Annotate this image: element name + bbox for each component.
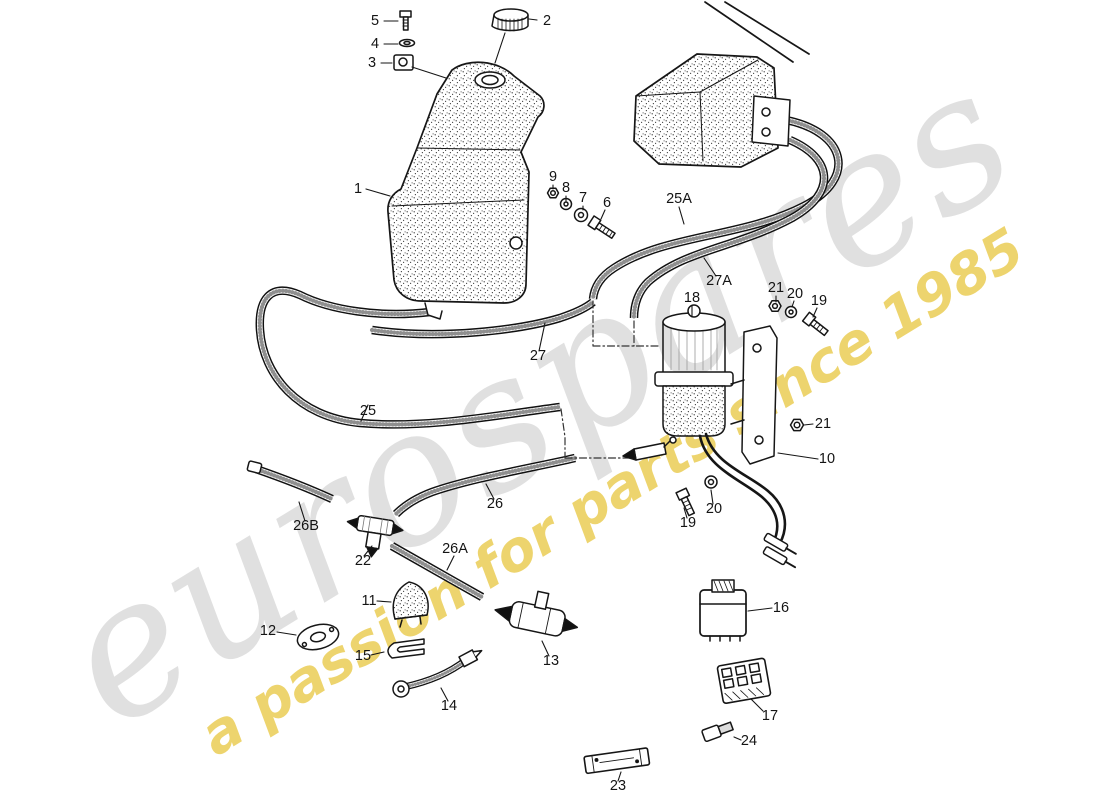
part-label-17: 17 [762, 708, 778, 724]
gasket-12 [296, 623, 340, 651]
part-label-8: 8 [562, 180, 570, 196]
washer-4 [398, 38, 416, 48]
connector-17 [716, 657, 772, 705]
clamp-15 [387, 638, 425, 659]
connector-24 [701, 721, 734, 743]
nut-21 [768, 300, 782, 312]
bracket-10 [730, 325, 778, 465]
alignment-dashes [560, 300, 660, 459]
part-label-24: 24 [741, 733, 757, 749]
part-label-19: 19 [811, 293, 827, 309]
hose-14 [404, 660, 466, 687]
relay-16 [699, 579, 747, 642]
part-label-19-b: 19 [680, 515, 696, 531]
reservoir-alt [633, 53, 791, 168]
washer-20-b [704, 475, 718, 489]
part-labels: 5 4 3 2 1 9 8 7 6 25A 27A 18 21 20 19 27… [260, 13, 835, 794]
part-label-21-b: 21 [815, 416, 831, 432]
washer-7 [573, 207, 589, 223]
part-label-26A: 26A [442, 541, 468, 557]
screw-5 [399, 10, 412, 31]
part-label-14: 14 [441, 698, 457, 714]
leader-lines [276, 18, 819, 782]
clip-nut-3 [393, 54, 414, 71]
part-label-27A: 27A [706, 273, 732, 289]
body-panel-lines [704, 1, 810, 63]
part-label-6: 6 [603, 195, 611, 211]
connector-23 [583, 747, 651, 775]
part-label-2: 2 [543, 13, 551, 29]
screw-6 [587, 215, 616, 239]
part-label-3: 3 [368, 55, 376, 71]
washer-pump-18 [622, 304, 734, 461]
part-label-4: 4 [371, 36, 379, 52]
part-label-5: 5 [371, 13, 379, 29]
part-label-9: 9 [549, 169, 557, 185]
part-label-1: 1 [354, 181, 362, 197]
screw-19 [801, 311, 829, 337]
part-label-26: 26 [487, 496, 503, 512]
part-label-25: 25 [360, 403, 376, 419]
part-label-20: 20 [787, 286, 803, 302]
part-label-25A: 25A [666, 191, 692, 207]
part-label-27: 27 [530, 348, 546, 364]
nut-21-b [789, 418, 805, 432]
screw-19-b [675, 487, 696, 517]
part-label-16: 16 [773, 600, 789, 616]
part-label-7: 7 [579, 190, 587, 206]
part-label-20-b: 20 [706, 501, 722, 517]
washer-20 [784, 305, 798, 319]
part-label-15: 15 [355, 648, 371, 664]
reservoir-1 [387, 61, 545, 320]
part-label-10: 10 [819, 451, 835, 467]
part-label-22: 22 [355, 553, 371, 569]
check-valve-13 [494, 590, 579, 637]
pump-cable [698, 432, 797, 569]
nut-9 [546, 187, 560, 199]
nozzle-11 [392, 581, 429, 628]
part-label-11: 11 [361, 593, 376, 609]
hose-14-fittings [392, 649, 483, 698]
part-label-23: 23 [610, 778, 626, 794]
part-label-21: 21 [768, 280, 784, 296]
part-label-18: 18 [684, 290, 700, 306]
filler-cap [491, 8, 529, 32]
watermark-brand: eurospares [23, 25, 1049, 769]
part-label-26B: 26B [293, 518, 319, 534]
part-label-12: 12 [260, 623, 276, 639]
t-connector-22 [346, 514, 404, 558]
part-label-13: 13 [543, 653, 559, 669]
hose-26B-coupler [246, 460, 263, 474]
